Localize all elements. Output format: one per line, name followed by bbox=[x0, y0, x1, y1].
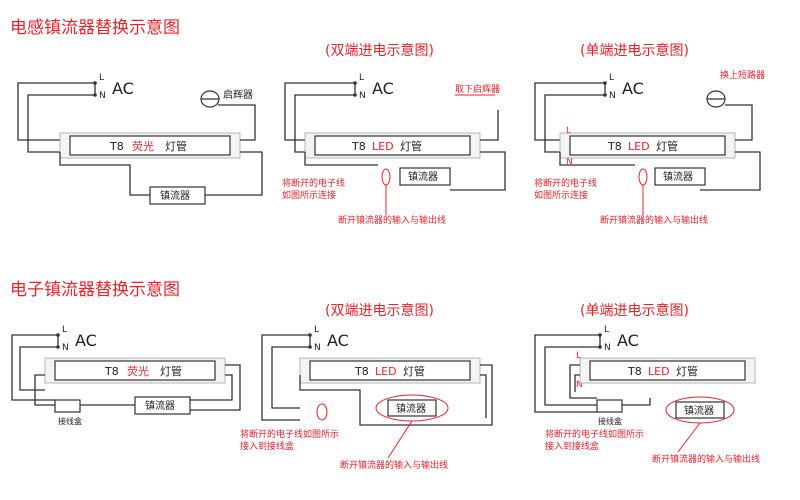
tube-label: 灯管 bbox=[160, 364, 182, 378]
note-disconnect: 断开镇流器的输入与输出线 bbox=[652, 453, 760, 465]
junction-box bbox=[596, 399, 623, 413]
note-remove-starter: 取下启辉器 bbox=[455, 83, 500, 95]
tube-pin-l: L bbox=[566, 126, 571, 136]
section1-title: 电感镇流器替换示意图 bbox=[10, 18, 180, 38]
t8-fluorescent-tube bbox=[69, 135, 231, 156]
ballast-box bbox=[399, 167, 451, 186]
tube-pin-n: N bbox=[576, 380, 583, 390]
ballast-label: 镇流器 bbox=[684, 404, 714, 417]
label-n: N bbox=[359, 91, 366, 101]
note-disconnect: 断开镇流器的输入与输出线 bbox=[338, 214, 446, 226]
junction-box-label: 接线盒 bbox=[598, 416, 622, 426]
t8-fluorescent-tube bbox=[54, 360, 216, 381]
tube-type-label: LED bbox=[628, 140, 650, 153]
tube-type-label: LED bbox=[375, 365, 397, 378]
cut-wire-marker bbox=[316, 403, 328, 421]
label-l: L bbox=[359, 73, 364, 83]
tube-pin-n: N bbox=[566, 157, 573, 167]
label-n: N bbox=[62, 343, 69, 353]
label-n: N bbox=[609, 91, 616, 101]
tube-t8-label: T8 bbox=[104, 365, 119, 378]
tube-t8-label: T8 bbox=[351, 140, 366, 153]
label-l: L bbox=[604, 325, 609, 335]
label-n: N bbox=[604, 343, 611, 353]
tube-label: 灯管 bbox=[676, 364, 698, 378]
tube-label: 灯管 bbox=[403, 364, 425, 378]
ballast-box bbox=[149, 186, 206, 205]
panel-electronic-led-single: L N AC L N T8 LED 灯管 接线盒 镇流器 将断开的电子线如图所示… bbox=[534, 325, 760, 465]
panel2-title: (双端进电示意图) bbox=[325, 42, 434, 59]
tube-type-label: 荧光 bbox=[127, 364, 149, 378]
label-ac: AC bbox=[617, 331, 639, 350]
note-rewire-box-1: 将断开的电子线如图所示 bbox=[545, 428, 644, 440]
panel-inductive-original: L N AC T8 荧光 灯管 启辉器 镇流器 bbox=[17, 73, 263, 205]
label-ac: AC bbox=[75, 331, 97, 350]
note-rewire-box-2: 接入到接线盒 bbox=[545, 440, 599, 452]
ballast-label: 镇流器 bbox=[396, 402, 426, 415]
ballast-label: 镇流器 bbox=[663, 170, 693, 183]
t8-led-tube bbox=[314, 135, 471, 156]
cut-wire-marker bbox=[381, 168, 391, 186]
panel6-title: (单端进电示意图) bbox=[580, 302, 689, 319]
tube-type-label: LED bbox=[648, 365, 670, 378]
starter-label: 启辉器 bbox=[223, 88, 253, 101]
note-rewire-1: 将断开的电子线 bbox=[534, 177, 597, 189]
panel-inductive-led-single: L N AC L N T8 LED 灯管 换上短路器 镇流器 将断开的电子线 如… bbox=[534, 69, 765, 226]
note-rewire-2: 如图所示连接 bbox=[282, 189, 336, 201]
ballast-label: 镇流器 bbox=[160, 189, 190, 202]
label-ac: AC bbox=[622, 79, 644, 98]
junction-box bbox=[54, 399, 81, 413]
label-n: N bbox=[314, 343, 321, 353]
label-l: L bbox=[62, 325, 67, 335]
t8-led-tube bbox=[569, 135, 726, 156]
ballast-box bbox=[134, 396, 191, 415]
tube-type-label: 荧光 bbox=[132, 139, 154, 153]
note-disconnect: 断开镇流器的输入与输出线 bbox=[340, 459, 448, 471]
label-ac: AC bbox=[372, 79, 394, 98]
label-ac: AC bbox=[112, 79, 134, 98]
tube-t8-label: T8 bbox=[627, 365, 642, 378]
note-replace-fuse: 换上短路器 bbox=[720, 69, 765, 81]
ballast-box bbox=[654, 167, 706, 186]
tube-label: 灯管 bbox=[165, 139, 187, 153]
label-l: L bbox=[609, 73, 614, 83]
tube-t8-label: T8 bbox=[607, 140, 622, 153]
tube-type-label: LED bbox=[372, 140, 394, 153]
section2-title: 电子镇流器替换示意图 bbox=[10, 280, 180, 300]
note-rewire-box-2: 接入到接线盒 bbox=[240, 440, 294, 452]
note-rewire-box-1: 将断开的电子线如图所示 bbox=[240, 428, 339, 440]
tube-t8-label: T8 bbox=[109, 140, 124, 153]
panel-inductive-led-double: L N AC T8 LED 灯管 取下启辉器 镇流器 将断开的电子线 如图所示连… bbox=[282, 73, 506, 226]
label-n: N bbox=[99, 91, 106, 101]
ballast-box bbox=[387, 399, 437, 417]
note-disconnect: 断开镇流器的输入与输出线 bbox=[600, 214, 708, 226]
junction-box-label: 接线盒 bbox=[58, 416, 82, 426]
ballast-box bbox=[675, 401, 725, 419]
t8-led-tube bbox=[589, 360, 746, 381]
label-l: L bbox=[99, 73, 104, 83]
note-rewire-2: 如图所示连接 bbox=[534, 189, 588, 201]
panel5-title: (双端进电示意图) bbox=[325, 302, 434, 319]
label-l: L bbox=[314, 325, 319, 335]
panel-electronic-original: L N AC T8 荧光 灯管 接线盒 镇流器 bbox=[11, 325, 241, 426]
panel-electronic-led-double: L N AC T8 LED 灯管 镇流器 将断开的电子线如图所示 接入到接线盒 … bbox=[240, 325, 493, 471]
ballast-label: 镇流器 bbox=[145, 399, 175, 412]
label-ac: AC bbox=[327, 331, 349, 350]
panel3-title: (单端进电示意图) bbox=[580, 42, 689, 59]
terminal-l bbox=[93, 81, 97, 85]
tube-label: 灯管 bbox=[656, 139, 678, 153]
ballast-label: 镇流器 bbox=[408, 170, 438, 183]
note-rewire-1: 将断开的电子线 bbox=[282, 177, 345, 189]
tube-label: 灯管 bbox=[400, 139, 422, 153]
terminal-n bbox=[93, 93, 97, 97]
t8-led-tube bbox=[309, 360, 471, 381]
tube-t8-label: T8 bbox=[354, 365, 369, 378]
tube-pin-l: L bbox=[576, 351, 581, 361]
